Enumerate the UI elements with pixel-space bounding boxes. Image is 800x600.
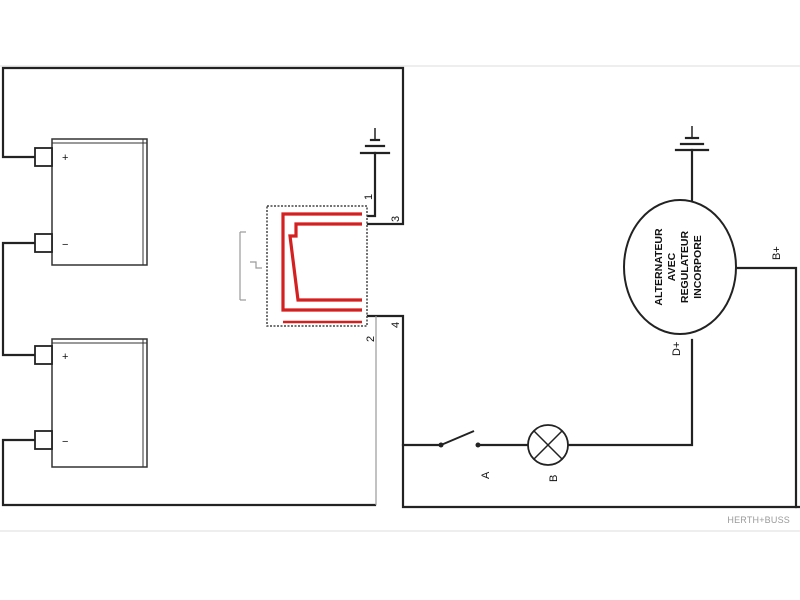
battery-1-plus-label: + <box>62 152 68 164</box>
b-plus-label: B+ <box>771 246 783 260</box>
battery-2-minus-label: − <box>62 436 68 448</box>
battery-2-minus-terminal <box>34 430 53 450</box>
battery-1: + − <box>34 138 148 266</box>
switch-label: A <box>480 471 492 479</box>
ground-symbol-relay <box>359 128 391 155</box>
battery-1-plus-terminal <box>34 147 53 167</box>
battery-2-plus-terminal <box>34 345 53 365</box>
relay-contact-inner <box>288 222 362 302</box>
battery-1-minus-terminal <box>34 233 53 253</box>
alternator-line-4: INCORPORE <box>692 235 704 299</box>
relay: 1 3 4 2 <box>266 194 402 342</box>
relay-contact-outer <box>281 212 362 312</box>
lamp-b: B <box>527 424 569 482</box>
alternator: ALTERNATEUR AVEC REGULATEUR INCORPORE D+… <box>623 199 783 356</box>
alternator-line-1: ALTERNATEUR <box>653 228 665 306</box>
main-wiring <box>1 66 800 509</box>
alternator-line-3: REGULATEUR <box>679 231 691 304</box>
d-plus-label: D+ <box>671 342 683 356</box>
lamp-label: B <box>548 475 560 482</box>
relay-terminal-1: 1 <box>363 194 375 200</box>
watermark-logo: HERTH+BUSS <box>727 515 790 525</box>
switch-a: A <box>438 430 492 479</box>
relay-terminal-4: 4 <box>390 322 402 328</box>
ground-symbol-alternator <box>674 126 710 152</box>
alternator-line-2: AVEC <box>666 252 678 281</box>
relay-box <box>266 205 368 327</box>
relay-coil-marks <box>239 231 262 301</box>
relay-terminal-2: 2 <box>365 336 377 342</box>
battery-1-minus-label: − <box>62 239 68 251</box>
battery-2-plus-label: + <box>62 351 68 363</box>
battery-2: + − <box>34 338 148 468</box>
relay-terminal-3: 3 <box>390 216 402 222</box>
